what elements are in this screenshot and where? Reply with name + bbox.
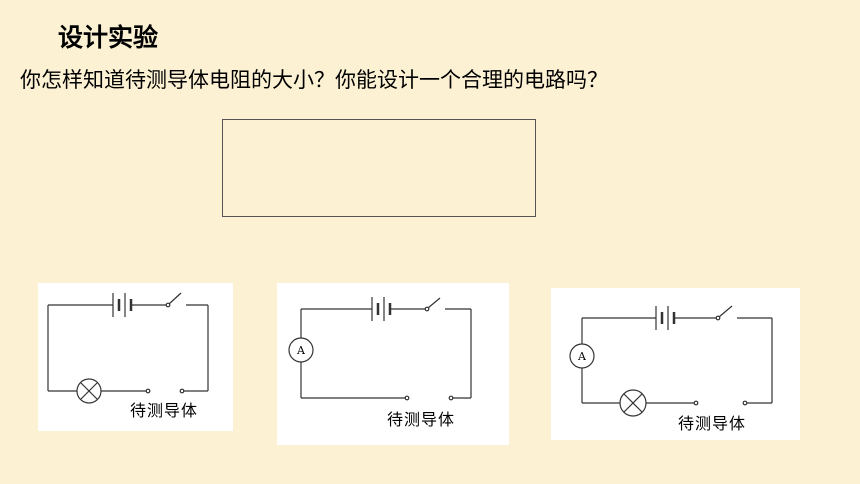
lamp-icon xyxy=(76,378,102,404)
circuit-diagram-1: 待测导体 xyxy=(38,283,233,431)
battery-icon xyxy=(112,293,133,317)
battery-icon xyxy=(371,297,392,321)
circuit-diagram-3: A 待测导体 xyxy=(551,288,800,440)
switch-icon xyxy=(424,297,441,312)
answer-box xyxy=(222,119,536,217)
test-conductor-label: 待测导体 xyxy=(130,401,199,420)
circuit-2-wiring: A xyxy=(288,297,472,401)
ammeter-label: A xyxy=(296,344,306,357)
lamp-icon xyxy=(619,389,647,417)
switch-icon xyxy=(165,292,182,308)
slide-title: 设计实验 xyxy=(58,23,159,52)
circuit-3-wiring: A xyxy=(569,305,773,417)
battery-icon xyxy=(655,306,676,330)
circuit-diagram-2: A 待测导体 xyxy=(277,283,509,445)
circuit-1-wiring xyxy=(47,292,209,404)
ammeter-label: A xyxy=(577,350,587,363)
question-text: 你怎样知道待测导体电阻的大小？你能设计一个合理的电路吗？ xyxy=(20,68,608,92)
test-conductor-label: 待测导体 xyxy=(678,414,747,433)
test-conductor-label: 待测导体 xyxy=(387,410,456,429)
switch-icon xyxy=(715,305,733,321)
